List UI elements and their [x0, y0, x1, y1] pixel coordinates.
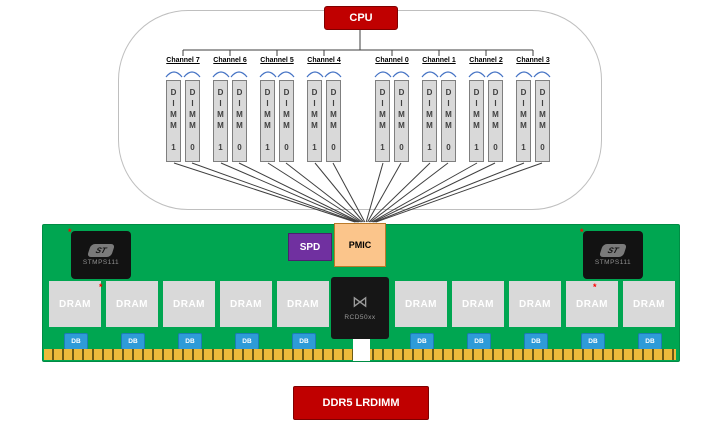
stmps-chip-left: ST STMPS111 — [71, 231, 131, 279]
pmic-chip: PMIC — [334, 223, 386, 267]
dimm-slot: DIMM 0 — [326, 80, 341, 162]
footnote-asterisk: * — [99, 282, 103, 292]
channel-label-1: Channel 1 — [422, 57, 456, 64]
channel-label-5: Channel 5 — [260, 57, 294, 64]
stmps-chip-label: STMPS111 — [82, 259, 120, 266]
montage-logo-icon: ⋈ — [352, 294, 368, 311]
dimm-slot: DIMM 1 — [213, 80, 228, 162]
channel-label-6: Channel 6 — [213, 57, 247, 64]
spd-chip: SPD — [288, 233, 332, 261]
channel-label-7: Channel 7 — [166, 57, 200, 64]
footnote-asterisk: * — [593, 282, 597, 292]
lrdimm-pcb: ST STMPS111 ST STMPS111 SPD PMIC DRAM DR… — [42, 223, 680, 362]
dimm-slot: DIMM 0 — [279, 80, 294, 162]
channel-label-4: Channel 4 — [307, 57, 341, 64]
channel-label-0: Channel 0 — [375, 57, 409, 64]
st-logo-icon: ST — [86, 244, 116, 257]
module-title-badge: DDR5 LRDIMM — [293, 386, 429, 420]
data-buffer-chip: DB — [64, 333, 88, 350]
dimm-slot: DIMM 0 — [488, 80, 503, 162]
dram-chip: DRAM — [566, 281, 618, 327]
dram-chip: DRAM — [106, 281, 158, 327]
data-buffer-chip: DB — [467, 333, 491, 350]
data-buffer-chip: DB — [121, 333, 145, 350]
dimm-slot: DIMM 0 — [185, 80, 200, 162]
dimm-slot: DIMM 1 — [307, 80, 322, 162]
data-buffer-chip: DB — [235, 333, 259, 350]
dram-chip: DRAM — [452, 281, 504, 327]
dimm-slot: DIMM 1 — [375, 80, 390, 162]
data-buffer-chip: DB — [581, 333, 605, 350]
data-buffer-chip: DB — [410, 333, 434, 350]
channel-label-2: Channel 2 — [469, 57, 503, 64]
data-buffer-chip: DB — [638, 333, 662, 350]
data-buffer-chip: DB — [524, 333, 548, 350]
dram-chip: DRAM — [395, 281, 447, 327]
dimm-slot: DIMM 0 — [232, 80, 247, 162]
dimm-slot: DIMM 0 — [441, 80, 456, 162]
dimm-slot: DIMM 1 — [422, 80, 437, 162]
dimm-slot: DIMM 0 — [535, 80, 550, 162]
footnote-asterisk: * — [68, 227, 72, 237]
data-buffer-chip: DB — [178, 333, 202, 350]
dimm-slot: DIMM 1 — [516, 80, 531, 162]
dimm-slot: DIMM 1 — [166, 80, 181, 162]
dram-chip: DRAM — [277, 281, 329, 327]
stmps-chip-label: STMPS111 — [594, 259, 632, 266]
st-logo-icon: ST — [598, 244, 628, 257]
footnote-asterisk: * — [580, 227, 584, 237]
dram-chip: DRAM — [509, 281, 561, 327]
channel-label-3: Channel 3 — [516, 57, 550, 64]
dimm-slot: DIMM 0 — [394, 80, 409, 162]
dram-chip: DRAM — [49, 281, 101, 327]
rcd-chip: ⋈ RCD50xx — [331, 277, 389, 339]
data-buffer-chip: DB — [292, 333, 316, 350]
dimm-slot: DIMM 1 — [260, 80, 275, 162]
stmps-chip-right: ST STMPS111 — [583, 231, 643, 279]
cpu-block: CPU — [324, 6, 398, 30]
dimm-slot: DIMM 1 — [469, 80, 484, 162]
edge-connector-notch — [353, 339, 370, 361]
dram-chip: DRAM — [163, 281, 215, 327]
dram-chip: DRAM — [220, 281, 272, 327]
rcd-chip-label: RCD50xx — [344, 314, 376, 321]
dram-chip: DRAM — [623, 281, 675, 327]
